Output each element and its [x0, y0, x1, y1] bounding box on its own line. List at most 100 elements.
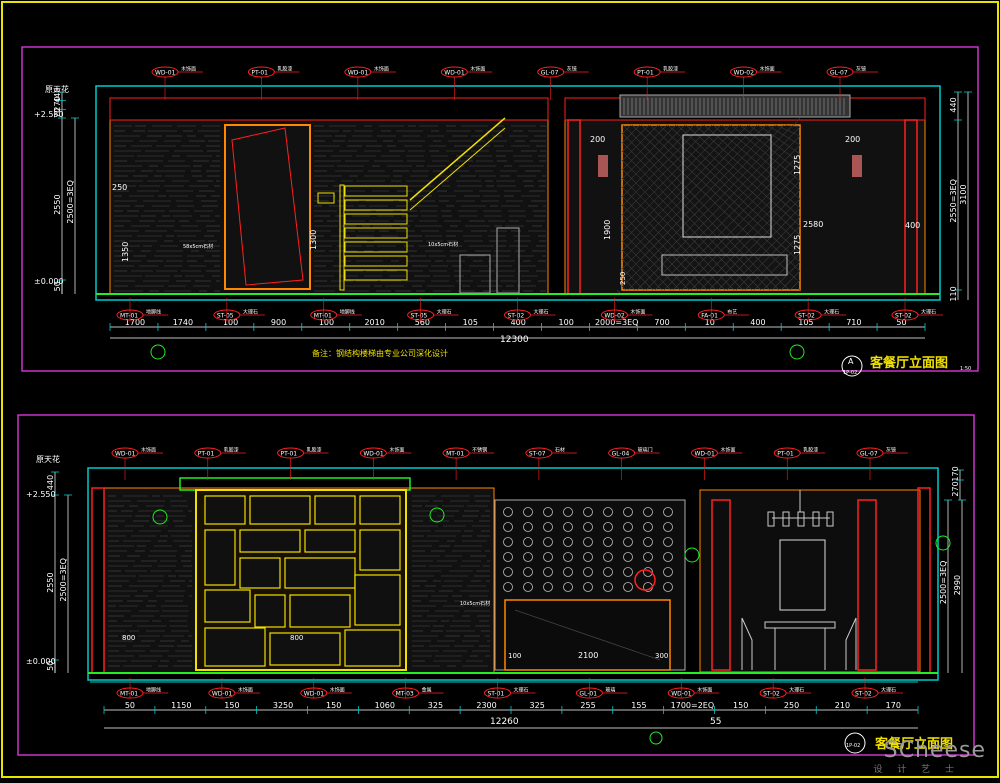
feature-hatch	[798, 288, 801, 291]
feature-hatch	[621, 124, 713, 216]
feature-hatch	[721, 124, 801, 191]
stair-rail-2	[409, 127, 506, 211]
dim-value: 710	[846, 318, 861, 327]
vdim-value: 50	[53, 281, 62, 291]
material-tag-desc: 地脚线	[146, 687, 161, 694]
vdim-value: 110	[949, 286, 958, 301]
top-sconce-right	[852, 155, 862, 177]
shelf-cell	[344, 629, 401, 667]
feature-hatch	[622, 124, 789, 290]
vdim-value: 440	[46, 475, 55, 490]
top-staircase	[317, 184, 408, 291]
material-tag-desc: 乳胶漆	[663, 66, 678, 73]
feature-hatch	[645, 135, 801, 291]
bottom-red-circle	[634, 569, 656, 591]
stair-tread	[344, 185, 408, 197]
stair-stringer	[339, 184, 345, 291]
material-tag-desc: 木饰面	[760, 66, 775, 73]
material-tag-code: PT-01	[637, 70, 654, 77]
feature-hatch	[621, 124, 767, 270]
material-tag-desc: 灰镜	[856, 66, 866, 73]
feature-hatch	[703, 124, 801, 209]
bottom-floor-label: ±0.000	[26, 657, 56, 666]
stair-tread	[344, 199, 408, 211]
vdim-value: 2990	[953, 575, 962, 595]
dim-value: 150	[224, 701, 239, 710]
feature-hatch	[621, 124, 740, 243]
bottom-chandelier	[767, 490, 834, 527]
bottom-dining-mirror	[779, 539, 826, 611]
feature-hatch	[621, 124, 731, 234]
wine-bottle	[603, 582, 613, 592]
inner-dim: 200	[845, 135, 860, 144]
wine-bottle	[623, 507, 633, 517]
material-tag-code: WD-01	[363, 451, 384, 458]
feature-hatch	[621, 124, 668, 171]
dim-value: 1700	[125, 318, 145, 327]
dim-value: 400	[750, 318, 765, 327]
wine-bottle	[663, 522, 673, 532]
material-tag-desc: 大理石	[437, 309, 452, 316]
wine-bottle	[583, 552, 593, 562]
wine-bottle	[603, 522, 613, 532]
material-tag-code: WD-01	[348, 70, 369, 77]
dim-value: 10	[705, 318, 715, 327]
shelf-cell	[204, 589, 251, 623]
material-tag-code: MT-01	[446, 451, 464, 458]
shelf-cell	[204, 627, 266, 667]
vdim-value: 2550	[46, 572, 55, 592]
dim-value: 100	[319, 318, 334, 327]
inner-dim: 1275	[793, 155, 802, 175]
material-tag-code: ST-05	[411, 313, 428, 320]
material-tag-desc: 木饰面	[374, 66, 389, 73]
feature-hatch	[735, 225, 801, 291]
dim-value: 2010	[364, 318, 384, 327]
wine-bottle	[503, 537, 513, 547]
feature-hatch	[789, 279, 801, 291]
feature-hatch	[690, 180, 801, 291]
wine-bottle	[643, 537, 653, 547]
counter-hatch	[514, 609, 661, 661]
inner-dim: 1900	[603, 220, 612, 240]
vdim-value: 2550	[53, 194, 62, 214]
top-left-wall-panel	[109, 119, 549, 295]
wine-bottle	[663, 582, 673, 592]
shelf-cell	[204, 529, 236, 586]
feature-hatch	[621, 276, 636, 291]
inner-dim: 100	[508, 652, 521, 660]
dim-value: 100	[223, 318, 238, 327]
wine-bottle	[663, 552, 673, 562]
wine-bottle	[583, 522, 593, 532]
shelf-cell	[314, 495, 356, 525]
bottom-column-b	[857, 499, 877, 671]
material-tag-code: GL-01	[579, 691, 597, 698]
material-tag-desc: 大理石	[921, 309, 936, 316]
dim-value: 1060	[375, 701, 395, 710]
feature-hatch	[621, 124, 776, 279]
feature-hatch	[649, 124, 801, 263]
inner-dim: 400	[905, 221, 920, 230]
material-tag-code: ST-02	[855, 691, 872, 698]
vdim-value: 2500=3EQ	[59, 558, 68, 602]
stair-tread	[344, 227, 408, 239]
top-scale: 1:50	[960, 366, 971, 372]
bottom-shelf-cells	[204, 495, 401, 667]
bottom-wood-hatch	[108, 495, 490, 667]
feature-hatch	[621, 141, 771, 291]
material-tag-code: FA-01	[701, 313, 718, 320]
material-tag-code: PT-01	[281, 451, 298, 458]
inner-dim: 1275	[793, 235, 802, 255]
bottom-title: 客餐厅立面图	[875, 736, 953, 752]
dim-value: 50	[125, 701, 135, 710]
wine-bottle	[563, 552, 573, 562]
dim-value: 1700=2EQ	[671, 701, 715, 710]
material-tag-desc: 大理石	[789, 687, 804, 694]
bottom-roof-label: 原天花	[36, 454, 60, 464]
shelf-cell	[239, 557, 281, 589]
